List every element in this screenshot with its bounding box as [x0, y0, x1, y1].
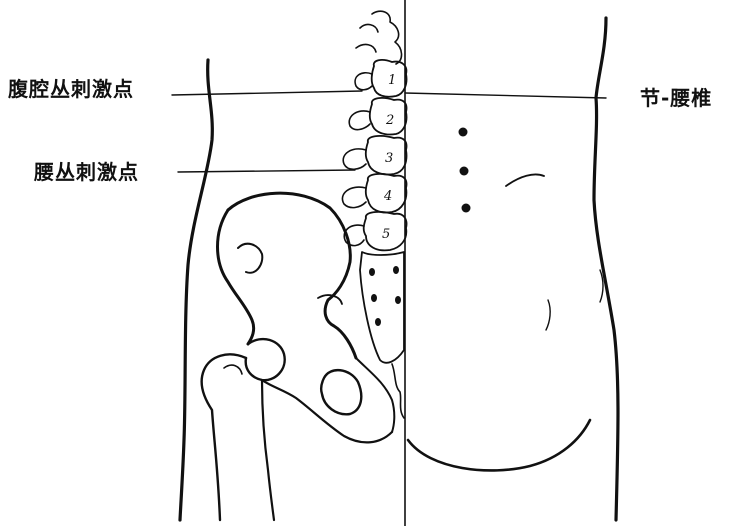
- spine-upper-processes: [356, 25, 378, 52]
- celiac-plexus-label: 腹腔丛刺激点: [8, 73, 134, 102]
- ilium-outer: [218, 210, 254, 344]
- vertebra-number: 2: [385, 113, 394, 128]
- iliac-crest: [228, 193, 356, 358]
- leader-line-lumbar: [178, 170, 355, 172]
- femoral-head: [246, 339, 285, 380]
- stimulation-points: [459, 128, 471, 213]
- spine-upper: [372, 11, 402, 64]
- pubic-ramus: [262, 380, 392, 442]
- vertebra-number: 5: [382, 227, 390, 242]
- leader-line-vertebra-level: [405, 93, 606, 98]
- femur-outer: [202, 354, 246, 520]
- leader-line-celiac: [172, 91, 362, 95]
- vertebra-level-label: 节-腰椎: [640, 82, 712, 111]
- vertebra-number: 1: [388, 73, 396, 88]
- lumbar-plexus-label: 腰丛刺激点: [34, 156, 139, 185]
- femur-inner: [262, 380, 274, 520]
- body-outline-right: [594, 18, 618, 520]
- stimulation-point: [459, 128, 468, 137]
- surface-mark: [600, 270, 603, 302]
- surface-line: [506, 174, 544, 186]
- buttock-curve: [408, 420, 590, 470]
- obturator-foramen: [321, 370, 361, 414]
- body-outline-left: [180, 60, 212, 520]
- greater-trochanter: [224, 365, 242, 374]
- sacral-foramina: [369, 266, 401, 326]
- stimulation-point: [462, 204, 471, 213]
- vertebra-number: 4: [383, 189, 392, 204]
- ilium-detail: [238, 244, 262, 273]
- vertebra-number: 3: [385, 151, 393, 166]
- stimulation-point: [460, 167, 469, 176]
- surface-mark: [546, 300, 550, 330]
